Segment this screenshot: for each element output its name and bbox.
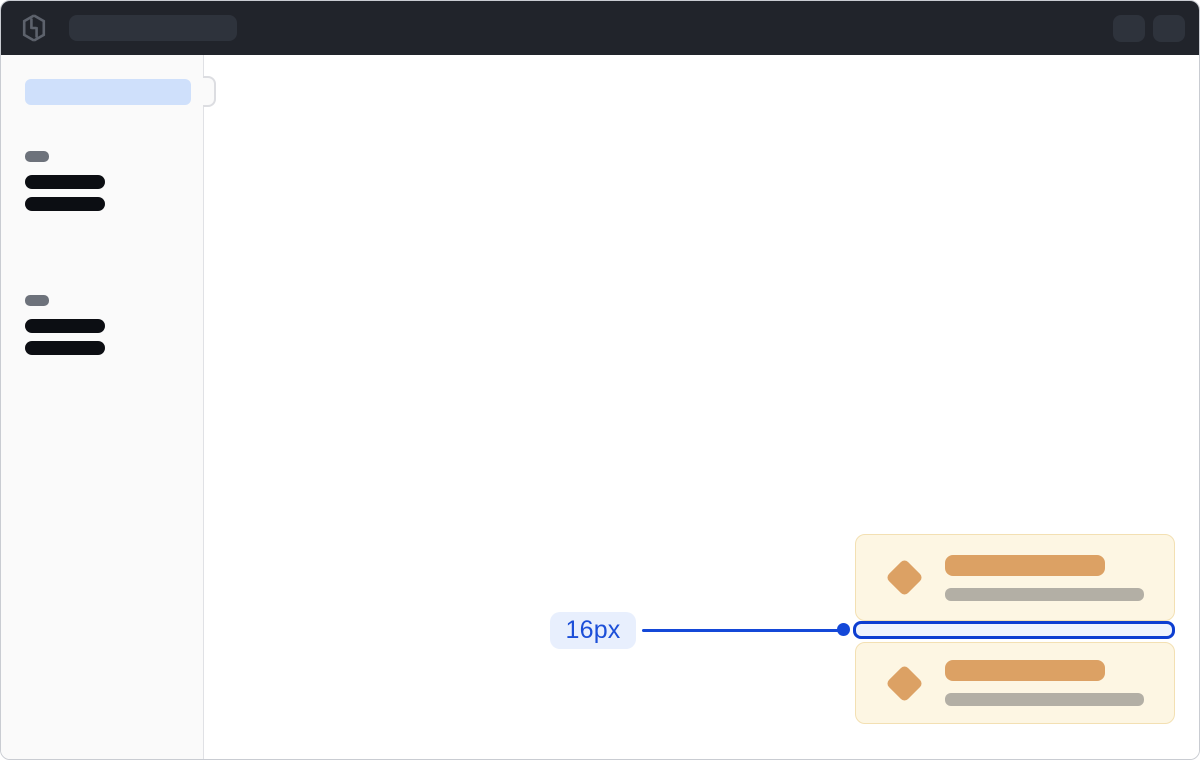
spacing-value-label: 16px <box>550 612 636 649</box>
sidebar-nav-item-skeleton[interactable] <box>25 175 105 189</box>
sidebar-section-header-skeleton <box>25 295 49 306</box>
card-subtitle-skeleton <box>945 587 1144 601</box>
card-subtitle-skeleton <box>945 693 1144 706</box>
sidebar-section-header-skeleton <box>25 151 49 162</box>
sidebar-nav-item-skeleton[interactable] <box>25 319 105 333</box>
demo-card <box>855 642 1175 724</box>
main-content <box>205 55 1199 759</box>
card-text-skeleton <box>945 660 1144 706</box>
spacing-highlight-rect <box>853 621 1175 639</box>
sidebar-nav-item-skeleton[interactable] <box>25 341 105 355</box>
diamond-icon <box>884 663 924 703</box>
sidebar <box>1 55 204 759</box>
topbar-action-button-2[interactable] <box>1153 15 1185 42</box>
demo-card <box>855 534 1175 621</box>
card-text-skeleton <box>945 554 1144 601</box>
hashicorp-logo-icon <box>22 14 46 42</box>
card-title-skeleton <box>945 660 1105 681</box>
annotation-endpoint-dot <box>837 623 850 636</box>
topbar-action-button-1[interactable] <box>1113 15 1145 42</box>
sidebar-collapse-toggle[interactable] <box>203 76 216 107</box>
top-navigation-bar <box>1 1 1199 55</box>
annotation-leader-line <box>642 629 839 632</box>
card-title-skeleton <box>945 554 1105 576</box>
diamond-icon <box>884 558 924 597</box>
sidebar-active-item-skeleton[interactable] <box>25 79 191 105</box>
search-skeleton[interactable] <box>69 15 237 41</box>
sidebar-nav-item-skeleton[interactable] <box>25 197 105 211</box>
